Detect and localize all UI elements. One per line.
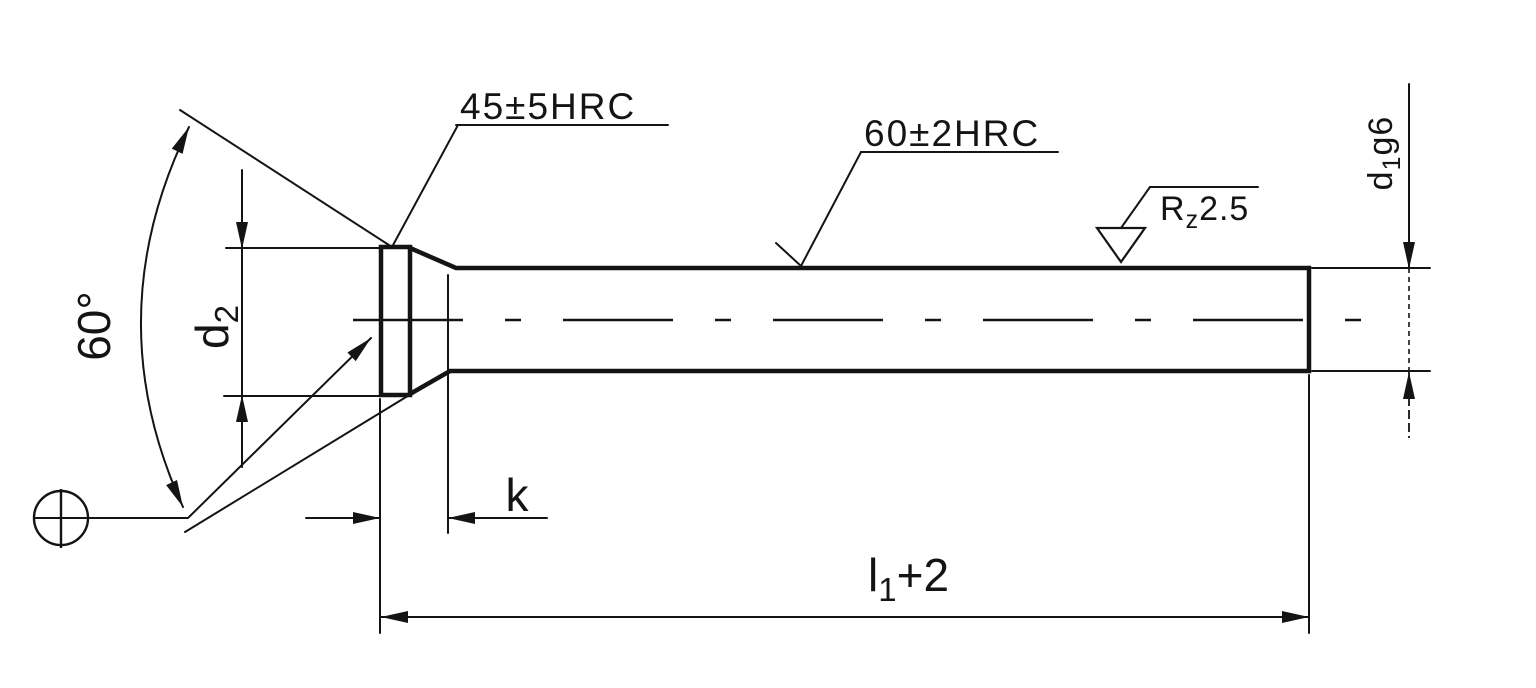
dimension-arrowhead (381, 611, 408, 623)
dimension-arrowhead (236, 222, 248, 249)
leader-tick (775, 242, 802, 267)
head-hardness-label: 45±5HRC (460, 86, 636, 127)
leader-line (1120, 186, 1151, 229)
length-dimension: l1+2 (380, 374, 1310, 634)
dimension-arrowhead (166, 479, 183, 507)
leader-arrowhead (347, 338, 371, 362)
cone-extension-line (179, 109, 393, 248)
shaft-diameter-label: d1g6 (1362, 116, 1406, 191)
leader-line (391, 124, 459, 248)
head-diameter-dimension: d2 (186, 169, 381, 468)
dimension-arrowhead (171, 127, 189, 154)
dimension-arrowhead (1403, 372, 1415, 399)
surface-roughness-note: Rz2.5 (1094, 186, 1259, 264)
cone-extension-line (184, 393, 412, 533)
head-hardness-note: 45±5HRC (179, 86, 669, 248)
cone-angle-dimension: 60° (68, 126, 190, 508)
dimension-arrowhead (236, 395, 248, 422)
datum-symbol (32, 337, 412, 548)
dimension-arrowhead (448, 512, 475, 524)
pin-shaft-body (408, 245, 1312, 396)
shaft-hardness-label: 60±2HRC (864, 113, 1040, 154)
roughness-triangle-icon (1094, 226, 1148, 264)
dimension-arrowhead (1403, 242, 1415, 269)
cone-angle-label: 60° (68, 291, 120, 361)
angle-arc (139, 126, 190, 508)
length-label: l1+2 (868, 549, 949, 608)
shaft-hardness-note: 60±2HRC (775, 113, 1059, 267)
dimension-arrowhead (353, 512, 380, 524)
face-leader-line (188, 337, 372, 518)
head-thickness-dimension: k (305, 274, 548, 634)
head-thickness-label: k (506, 469, 530, 521)
shaft-diameter-dimension: d1g6 (1311, 83, 1431, 438)
leader-line (800, 151, 862, 267)
surface-roughness-label: Rz2.5 (1160, 190, 1249, 234)
dimension-arrowhead (1282, 611, 1309, 623)
head-diameter-label: d2 (186, 305, 245, 349)
